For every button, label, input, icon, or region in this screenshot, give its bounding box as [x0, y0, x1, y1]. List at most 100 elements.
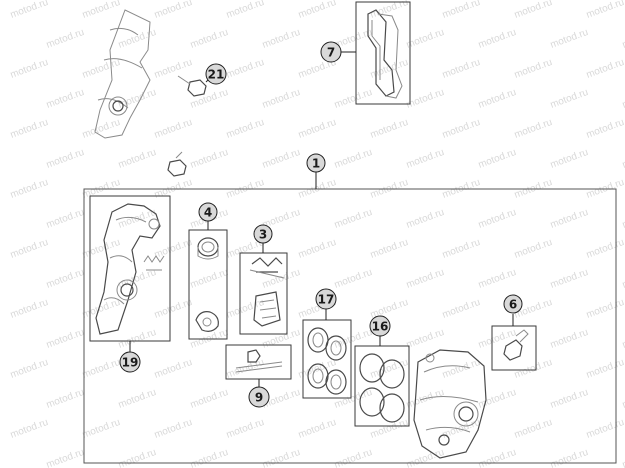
watermark-text: motod.ru: [261, 147, 302, 171]
watermark-text: motod.ru: [405, 267, 446, 291]
callout-19[interactable]: 19: [119, 351, 141, 373]
watermark-text: motod.ru: [261, 267, 302, 291]
watermark-text: motod.ru: [297, 417, 338, 441]
watermark-text: motod.ru: [81, 0, 122, 21]
watermark-text: motod.ru: [9, 177, 50, 201]
callout-21[interactable]: 21: [205, 63, 227, 85]
watermark-text: motod.ru: [333, 327, 374, 351]
watermark-text: motod.ru: [81, 417, 122, 441]
part-4-seal: [197, 237, 219, 260]
box-3: [239, 252, 288, 335]
callout-16-label: 16: [372, 320, 389, 334]
box-17: [302, 319, 352, 399]
watermark-text: motod.ru: [261, 327, 302, 351]
watermark-text: motod.ru: [405, 147, 446, 171]
watermark-text: motod.ru: [513, 117, 554, 141]
watermark-text: motod.ru: [621, 87, 625, 111]
watermark-text: motod.ru: [585, 0, 625, 21]
watermark-text: motod.ru: [513, 0, 554, 21]
watermark-text: motod.ru: [9, 417, 50, 441]
box-6: [491, 325, 537, 371]
watermark-text: motod.ru: [225, 417, 266, 441]
watermark-text: motod.ru: [9, 57, 50, 81]
watermark-text: motod.ru: [117, 147, 158, 171]
callout-17[interactable]: 17: [315, 288, 337, 310]
watermark-text: motod.ru: [189, 147, 230, 171]
callout-16[interactable]: 16: [369, 315, 391, 337]
watermark-text: motod.ru: [117, 327, 158, 351]
watermark-text: motod.ru: [369, 417, 410, 441]
part-6-bleeder: [503, 329, 529, 361]
watermark-text: motod.ru: [405, 87, 446, 111]
watermark-text: motod.ru: [9, 357, 50, 381]
watermark-text: motod.ru: [549, 207, 590, 231]
watermark-text: motod.ru: [297, 237, 338, 261]
watermark-text: motod.ru: [621, 27, 625, 51]
watermark-text: motod.ru: [225, 57, 266, 81]
watermark-text: motod.ru: [189, 447, 230, 468]
watermark-text: motod.ru: [333, 387, 374, 411]
watermark-text: motod.ru: [477, 267, 518, 291]
watermark-text: motod.ru: [45, 267, 86, 291]
watermark-text: motod.ru: [45, 327, 86, 351]
watermark-text: motod.ru: [153, 0, 194, 21]
watermark-text: motod.ru: [549, 447, 590, 468]
brake-caliper: [413, 349, 487, 459]
watermark-text: motod.ru: [153, 117, 194, 141]
watermark-text: motod.ru: [477, 387, 518, 411]
watermark-text: motod.ru: [261, 447, 302, 468]
callout-7-label: 7: [327, 46, 335, 60]
watermark-text: motod.ru: [189, 27, 230, 51]
watermark-text: motod.ru: [441, 357, 482, 381]
callout-6[interactable]: 6: [503, 294, 523, 314]
watermark-text: motod.ru: [189, 387, 230, 411]
watermark-text: motod.ru: [477, 327, 518, 351]
watermark-text: motod.ru: [225, 297, 266, 321]
watermark-text: motod.ru: [153, 237, 194, 261]
callout-1[interactable]: 1: [306, 153, 326, 173]
watermark-text: motod.ru: [549, 387, 590, 411]
watermark-text: motod.ru: [333, 207, 374, 231]
callout-1-label: 1: [312, 157, 320, 171]
watermark-text: motod.ru: [549, 147, 590, 171]
watermark-text: motod.ru: [513, 357, 554, 381]
callout-9-label: 9: [255, 391, 263, 405]
callout-3[interactable]: 3: [253, 224, 273, 244]
watermark-text: motod.ru: [153, 57, 194, 81]
watermark-text: motod.ru: [621, 147, 625, 171]
watermark-text: motod.ru: [549, 327, 590, 351]
watermark-text: motod.ru: [513, 57, 554, 81]
watermark-text: motod.ru: [81, 57, 122, 81]
watermark-text: motod.ru: [549, 27, 590, 51]
watermark-text: motod.ru: [297, 0, 338, 21]
callout-4-label: 4: [204, 206, 212, 220]
callout-9[interactable]: 9: [248, 386, 270, 408]
watermark-text: motod.ru: [297, 117, 338, 141]
watermark-text: motod.ru: [405, 207, 446, 231]
watermark-text: motod.ru: [81, 237, 122, 261]
part-17-piston: [307, 327, 347, 395]
watermark-text: motod.ru: [189, 87, 230, 111]
watermark-text: motod.ru: [585, 117, 625, 141]
watermark-text: motod.ru: [45, 87, 86, 111]
watermark-text: motod.ru: [621, 387, 625, 411]
assembly-frame: [83, 188, 617, 464]
watermark-text: motod.ru: [153, 357, 194, 381]
watermark-text: motod.ru: [477, 147, 518, 171]
watermark-text: motod.ru: [513, 237, 554, 261]
part-16-pistons: [359, 353, 405, 423]
callout-4[interactable]: 4: [198, 202, 218, 222]
watermark-text: motod.ru: [117, 447, 158, 468]
watermark-text: motod.ru: [585, 417, 625, 441]
watermark-text: motod.ru: [477, 447, 518, 468]
watermark-text: motod.ru: [117, 27, 158, 51]
watermark-text: motod.ru: [9, 237, 50, 261]
watermark-text: motod.ru: [9, 297, 50, 321]
watermark-text: motod.ru: [153, 297, 194, 321]
part-19-bracket: [95, 203, 161, 335]
part-19-spring: [143, 255, 165, 271]
callout-7[interactable]: 7: [320, 41, 342, 63]
part-3-shim: [253, 291, 281, 327]
watermark-text: motod.ru: [45, 147, 86, 171]
